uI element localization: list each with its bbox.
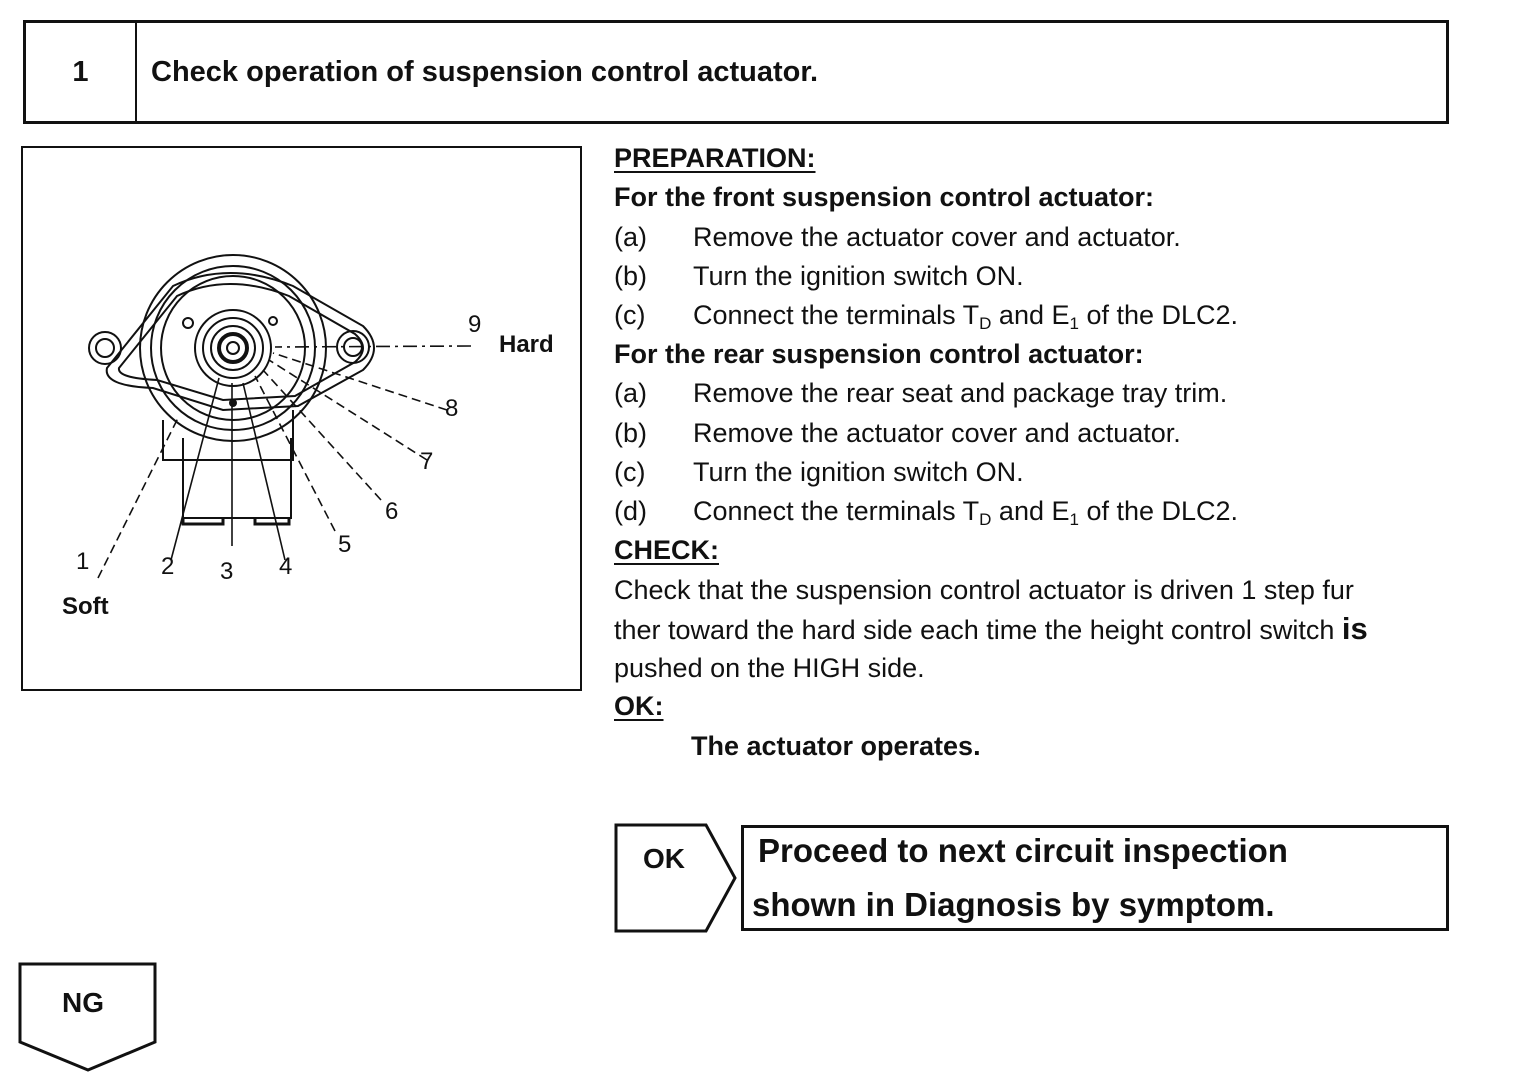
actuator-shaft xyxy=(194,309,272,387)
front-actuator-heading: For the front suspension control actuato… xyxy=(614,182,1155,212)
actuator-housing xyxy=(139,254,327,442)
hard-label: Hard xyxy=(499,331,554,358)
actuator-diagram xyxy=(88,254,472,579)
flange-outline xyxy=(105,272,375,412)
position-number-2: 2 xyxy=(161,553,175,580)
left-bolt-hole xyxy=(88,331,122,365)
soft-label: Soft xyxy=(62,593,109,620)
ok-branch-label: OK xyxy=(643,843,685,874)
position-number-1: 1 xyxy=(76,548,90,575)
actuator-body xyxy=(162,410,294,461)
check-text-line-2: ther toward the hard side each time the … xyxy=(614,611,1368,646)
step-title: Check operation of suspension control ac… xyxy=(151,55,819,88)
check-text-line-3: pushed on the HIGH side. xyxy=(614,653,925,683)
ok-result-box: Proceed to next circuit inspection shown… xyxy=(741,825,1449,931)
position-number-8: 8 xyxy=(445,395,459,422)
position-number-5: 5 xyxy=(338,531,352,558)
rear-actuator-heading: For the rear suspension control actuator… xyxy=(614,339,1144,369)
ok-result-line-2: shown in Diagnosis by symptom. xyxy=(752,886,1275,923)
position-number-7: 7 xyxy=(420,448,434,475)
position-number-3: 3 xyxy=(220,558,234,585)
ok-arrow-shape xyxy=(614,823,737,933)
ok-criteria-text: The actuator operates. xyxy=(691,731,981,761)
position-number-6: 6 xyxy=(385,498,399,525)
position-leader-lines xyxy=(97,345,472,579)
position-number-9: 9 xyxy=(468,311,482,338)
check-text-line-1: Check that the suspension control actuat… xyxy=(614,575,1354,605)
ok-heading: OK: xyxy=(614,691,664,721)
step-header: 1 Check operation of suspension control … xyxy=(23,20,1449,124)
check-heading: CHECK: xyxy=(614,535,719,565)
preparation-heading: PREPARATION: xyxy=(614,143,816,173)
position-number-4: 4 xyxy=(279,553,293,580)
ok-result-line-1: Proceed to next circuit inspection xyxy=(758,832,1288,869)
step-number: 1 xyxy=(26,23,137,121)
actuator-figure: 1 2 3 4 5 6 7 8 9 Soft Hard xyxy=(21,146,582,691)
ng-branch-label: NG xyxy=(62,987,104,1018)
ng-arrow-shape xyxy=(18,962,157,1072)
